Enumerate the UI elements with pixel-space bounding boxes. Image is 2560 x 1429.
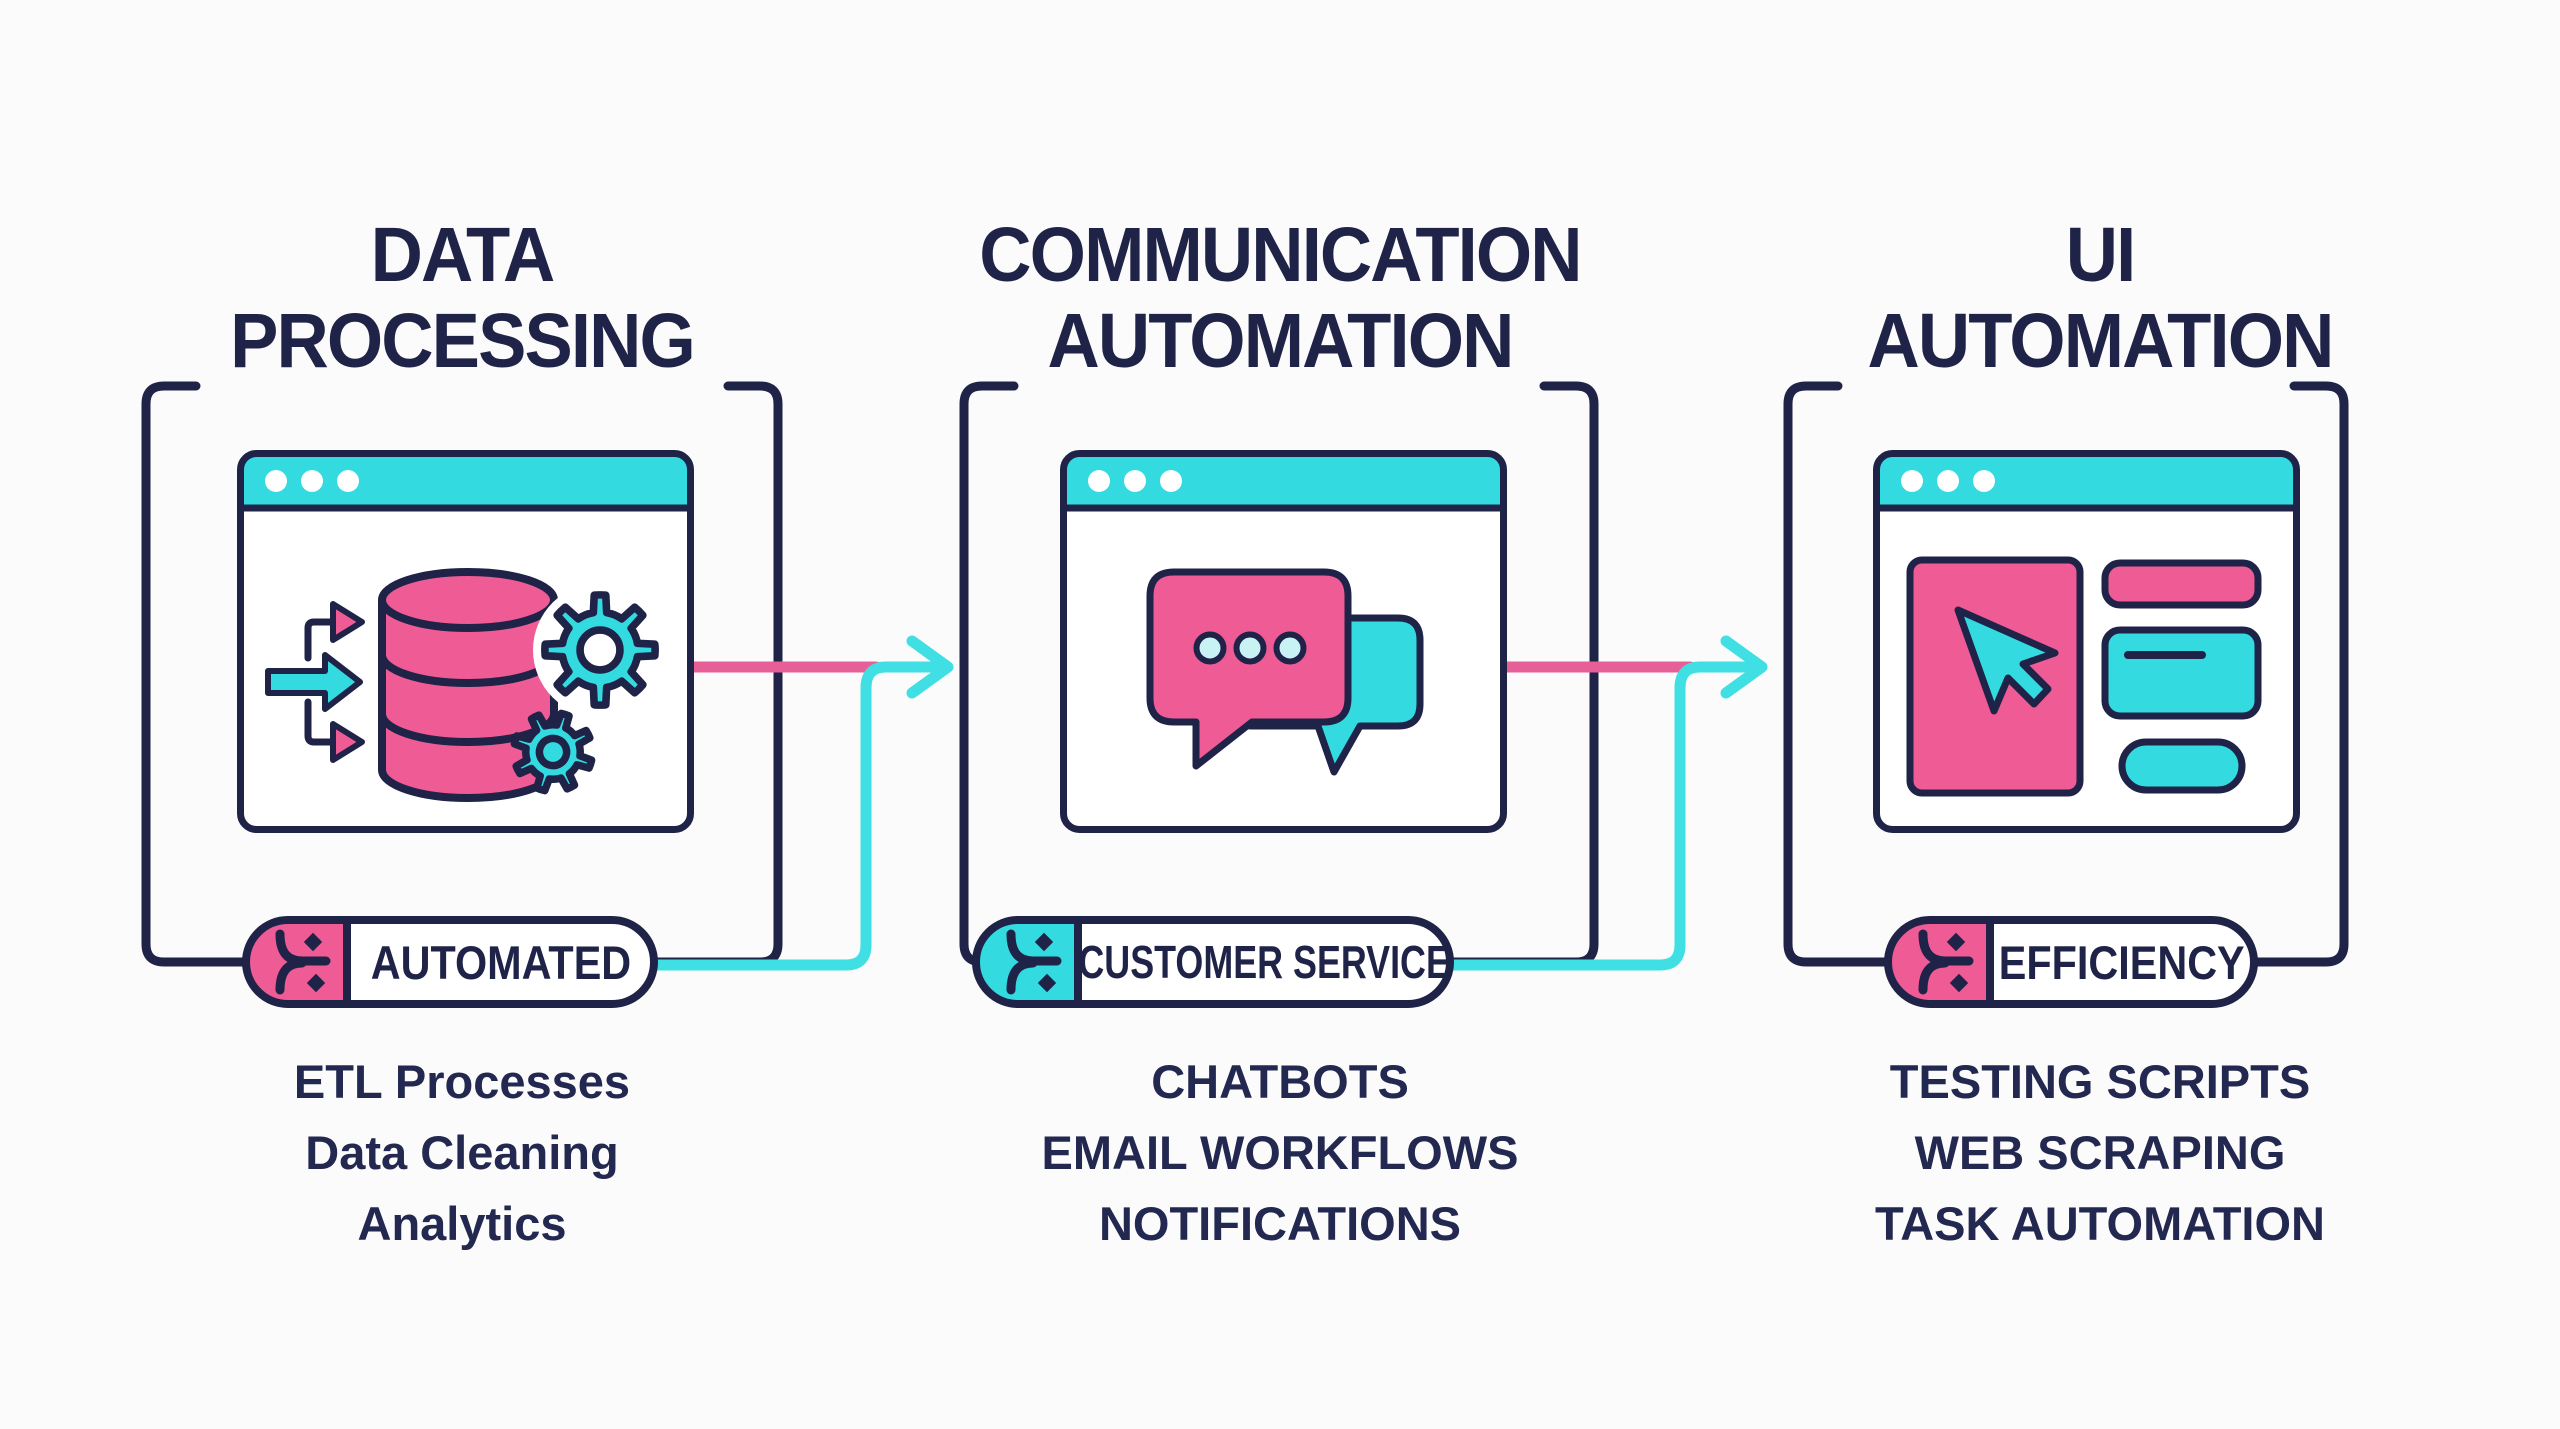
- list-item: Data Cleaning: [305, 1126, 619, 1179]
- badge-efficiency: [1884, 916, 2258, 1008]
- browser-window-ui-automation: [1873, 450, 2300, 833]
- browser-dots: [265, 470, 359, 492]
- title-line: AUTOMATION: [1047, 298, 1514, 384]
- column-title-communication: COMMUNICATION AUTOMATION: [975, 212, 1586, 384]
- browser-window-data-processing: [237, 450, 694, 833]
- arrowhead-icon: [1720, 635, 1768, 699]
- browser-titlebar: [241, 454, 690, 508]
- title-line: AUTOMATION: [1867, 298, 2334, 384]
- connector-arrow-2: [1446, 635, 1768, 971]
- gears-icon: [510, 583, 667, 795]
- column-title-data-processing: DATA PROCESSING: [157, 212, 768, 384]
- browser-titlebar: [1064, 454, 1503, 508]
- browser-window-communication: [1060, 450, 1507, 833]
- branch-icon: [1006, 929, 1062, 995]
- badge-label-customer-service: CUSTOMER SERVICE: [1078, 936, 1450, 988]
- feature-list-data-processing: ETL Processes Data Cleaning Analytics: [162, 1046, 762, 1259]
- list-item: CHATBOTS: [1151, 1055, 1409, 1108]
- cursor-icon: [1954, 606, 2059, 715]
- title-line: UI: [2065, 212, 2137, 298]
- badge-customer-service: [972, 916, 1454, 1008]
- list-item: TESTING SCRIPTS: [1889, 1055, 2311, 1108]
- branch-icon: [1918, 929, 1974, 995]
- list-item: NOTIFICATIONS: [1098, 1197, 1462, 1250]
- connector-arrow-1: [649, 635, 954, 971]
- badge-label-automated: AUTOMATED: [370, 935, 631, 989]
- feature-list-ui-automation: TESTING SCRIPTS WEB SCRAPING TASK AUTOMA…: [1800, 1046, 2400, 1259]
- list-item: EMAIL WORKFLOWS: [1041, 1126, 1519, 1179]
- list-item: TASK AUTOMATION: [1875, 1197, 2325, 1250]
- input-arrows-icon: [265, 601, 365, 763]
- title-line: PROCESSING: [230, 298, 696, 384]
- column-title-ui-automation: UI AUTOMATION: [1795, 212, 2406, 384]
- title-line: DATA: [370, 212, 556, 298]
- browser-titlebar: [1877, 454, 2296, 508]
- badge-label-efficiency: EFFICIENCY: [1999, 935, 2245, 989]
- badge-automated: [242, 916, 658, 1008]
- title-line: COMMUNICATION: [979, 212, 1582, 298]
- feature-list-communication: CHATBOTS EMAIL WORKFLOWS NOTIFICATIONS: [980, 1046, 1580, 1259]
- browser-dots: [1901, 470, 1995, 492]
- list-item: ETL Processes: [293, 1055, 631, 1108]
- branch-icon: [275, 929, 331, 995]
- arrowhead-icon: [906, 635, 954, 699]
- chat-bubbles-icon: [1146, 568, 1424, 776]
- browser-dots: [1088, 470, 1182, 492]
- list-item: Analytics: [357, 1197, 567, 1250]
- list-item: WEB SCRAPING: [1914, 1126, 2286, 1179]
